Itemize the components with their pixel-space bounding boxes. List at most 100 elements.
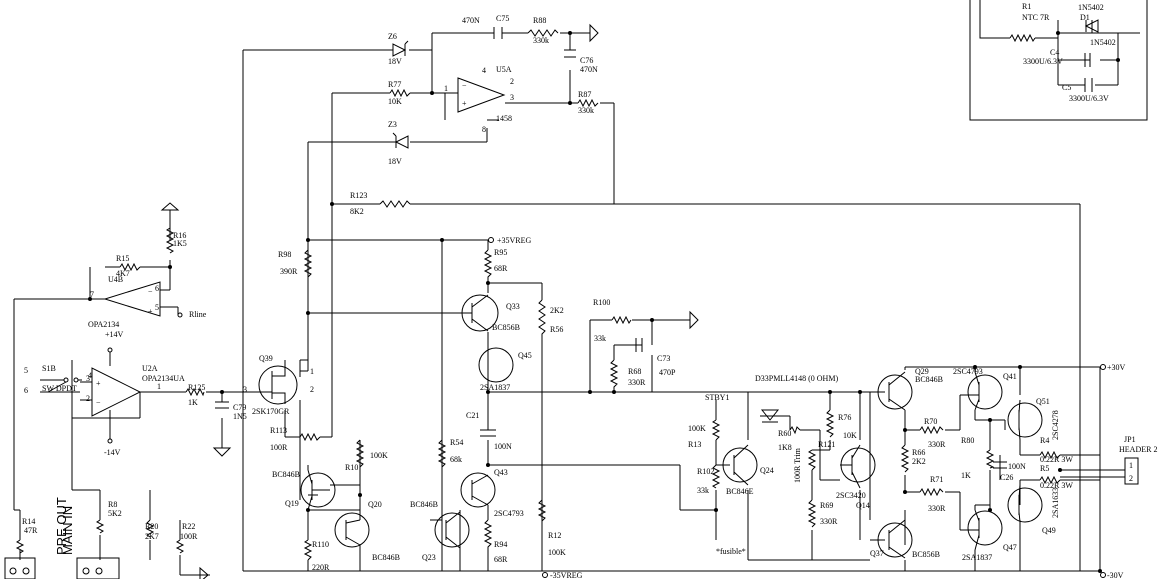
label-q20-type: BC846B: [372, 553, 400, 562]
svg-text:−: −: [462, 81, 467, 90]
label-p35vreg: +35VREG: [497, 236, 532, 245]
label-r15-value: 4K7: [116, 269, 130, 278]
r20-symbol: [145, 519, 155, 538]
label-ntc: NTC 7R: [1022, 13, 1050, 22]
r95-symbol: [483, 249, 493, 278]
label-jp1: JP1: [1124, 435, 1136, 444]
ground-top-right: [589, 23, 599, 43]
label-r100-value: 33k: [594, 334, 606, 343]
r54-symbol: [437, 439, 447, 468]
label-q47: Q47: [1003, 543, 1017, 552]
label-q43-type: 2SC4793: [494, 509, 524, 518]
label-q39-type: 2SK170GR: [252, 407, 290, 416]
label-r68: R68: [628, 367, 641, 376]
u2a-opamp: [91, 367, 142, 417]
r113-symbol: [299, 432, 321, 442]
r69-symbol: [807, 499, 817, 528]
label-r22-value: 100R: [180, 532, 198, 541]
label-sw-pin4: 4: [88, 371, 92, 380]
label-q43: Q43: [494, 468, 508, 477]
label-q39-pin2: 2: [310, 385, 314, 394]
ground-r16: [160, 202, 180, 211]
label-r88-value: 330k: [533, 36, 549, 45]
r66-symbol: [900, 444, 910, 473]
label-q51-type: 2SC4278: [1051, 410, 1060, 440]
label-r123: R123: [350, 191, 367, 200]
label-q39-pin1: 1: [310, 367, 314, 376]
r8-symbol: [95, 519, 105, 534]
r110-symbol: [303, 539, 313, 561]
label-c79: C79: [233, 403, 246, 412]
label-q39-pin3: 3: [243, 385, 247, 394]
label-n14v: -14V: [104, 448, 121, 457]
q24-body: [722, 447, 758, 483]
label-q33-type: BC856B: [492, 323, 520, 332]
label-u2a-type: OPA2134UA: [142, 374, 185, 383]
label-r94: R94: [494, 540, 507, 549]
label-d1-value: 1N5402: [1090, 38, 1116, 47]
label-r121-value: 100R Trim: [793, 447, 802, 483]
r87-symbol: [577, 98, 599, 108]
label-r110-value: 220R: [312, 563, 330, 572]
r98-symbol: [303, 249, 313, 280]
label-q23-type: BC846B: [410, 500, 438, 509]
c73-symbol: [635, 338, 643, 352]
label-z6-value: 18V: [388, 57, 402, 66]
q41-body: [967, 374, 1003, 410]
label-q33: Q33: [506, 302, 520, 311]
label-r70: R70: [924, 417, 937, 426]
label-r110: R110: [312, 540, 329, 549]
label-u5a-pin8: 8: [482, 125, 486, 134]
q23-body: [434, 512, 470, 548]
label-r60: R60: [778, 429, 791, 438]
label-r12: R12: [548, 531, 561, 540]
label-u4-pin6: 6: [155, 284, 159, 293]
label-r66: R66: [912, 448, 925, 457]
label-r20-value: 2K7: [145, 532, 159, 541]
label-r125-value: 1K: [188, 398, 198, 407]
c26-symbol: [993, 461, 1007, 469]
label-r98-value: 390R: [280, 267, 298, 276]
r123-symbol: [379, 200, 411, 208]
label-r70-value: 330R: [928, 440, 946, 449]
label-r54: R54: [450, 438, 463, 447]
label-q49-type: 2SA1633: [1051, 488, 1060, 518]
label-d1: D1: [1080, 13, 1090, 22]
r22-symbol: [175, 539, 185, 554]
bjt-symbols: [300, 294, 1043, 559]
r80-symbol: [985, 449, 995, 469]
svg-text:−: −: [148, 287, 153, 296]
label-u5a-pin3: 3: [510, 93, 514, 102]
label-c79-value: 1N5: [233, 412, 247, 421]
label-r76: R76: [838, 413, 851, 422]
ground-r22: [199, 566, 209, 579]
mainin-connector: [76, 557, 120, 579]
r70-symbol: [919, 425, 944, 435]
label-q49: Q49: [1042, 526, 1056, 535]
label-fusible: *fusible*: [716, 547, 746, 556]
label-r80-value: 1K: [961, 471, 971, 480]
label-q24: Q24: [760, 466, 774, 475]
label-u4b: U4B: [108, 275, 123, 284]
label-preout: PRE OUT: [54, 497, 69, 555]
r60-symbol: [789, 426, 801, 435]
r5-symbol: [1039, 475, 1061, 485]
label-c4: C4: [1050, 48, 1059, 57]
r56-symbol: [538, 299, 546, 338]
svg-text:−: −: [96, 398, 101, 407]
label-s1b: S1B: [42, 364, 56, 373]
label-470n: 470N: [462, 16, 480, 25]
label-r14-value: 47R: [24, 526, 38, 535]
label-r14: R14: [22, 517, 35, 526]
label-q14: Q14: [856, 501, 870, 510]
z3-symbol: [392, 132, 409, 149]
labels: Z6 18V 470N C75 R88 330k C76 470N U5A R7…: [22, 2, 1157, 579]
c76-symbol: [564, 49, 576, 58]
label-c76: C76: [580, 56, 593, 65]
label-r94-value: 68R: [494, 555, 508, 564]
label-sw-pin6: 6: [24, 386, 28, 395]
label-opa2134: OPA2134: [88, 320, 119, 329]
label-r8-value: 5K2: [108, 509, 122, 518]
r100-symbol: [611, 315, 632, 325]
label-c76-value: 470N: [580, 65, 598, 74]
